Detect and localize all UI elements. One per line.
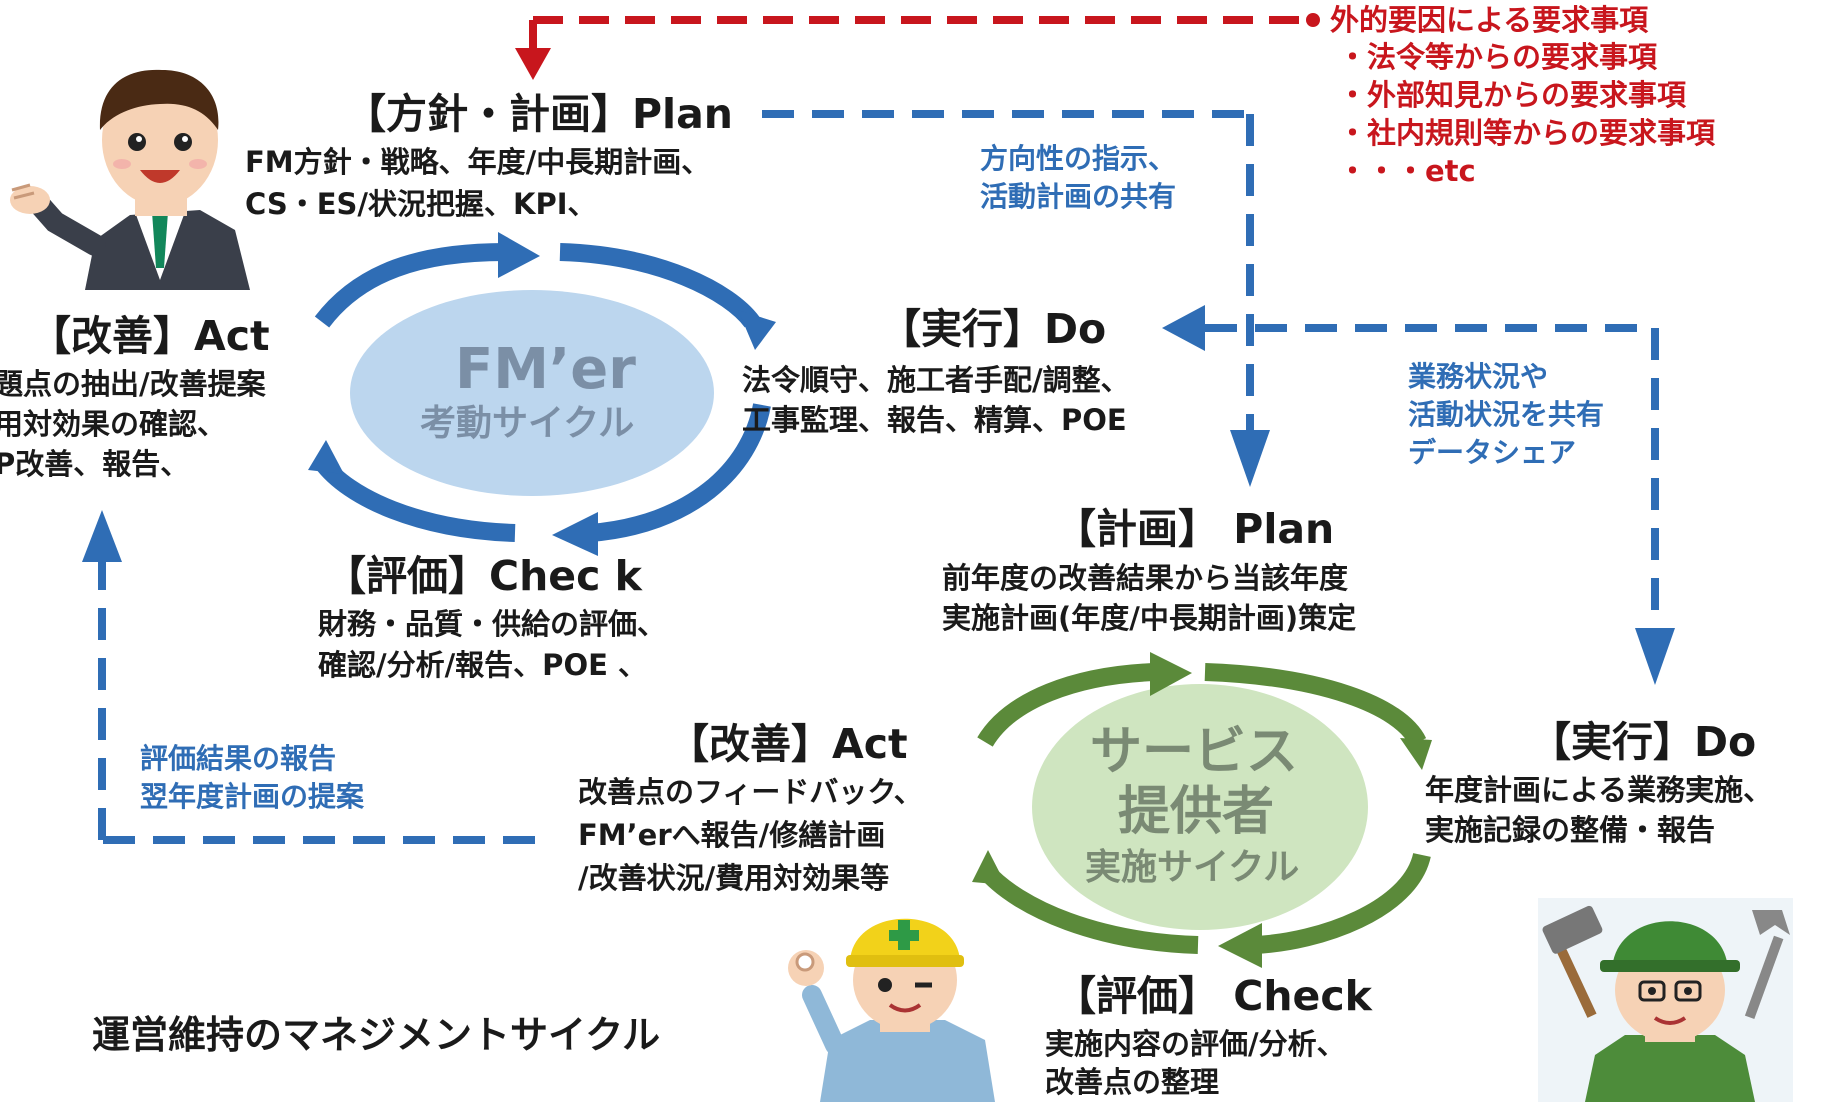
service-act-line: /改善状況/費用対効果等 [578, 861, 890, 895]
maintenance-worker-tools-icon [1538, 898, 1793, 1102]
fmer-check-line: 確認/分析/報告、POE 、 [318, 648, 647, 682]
service-act-title: 【改善】Act [668, 720, 908, 768]
direction-note: 方向性の指示、 [980, 142, 1177, 175]
status-share-arrow [1162, 305, 1675, 685]
service-check-title: 【評価】 Check [1055, 972, 1372, 1020]
service-plan-line: 実施計画(年度/中長期計画)策定 [942, 601, 1357, 635]
report-note: 評価結果の報告 [140, 742, 337, 775]
service-cycle [972, 652, 1432, 968]
service-act-line: FM’erへ報告/修繕計画 [578, 818, 886, 852]
external-item: ・外部知見からの要求事項 [1338, 78, 1687, 112]
diagram-caption: 運営維持のマネジメントサイクル [92, 1013, 661, 1057]
fmer-do-line: 工事監理、報告、精算、POE [742, 403, 1127, 437]
status-share-note: 活動状況を共有 [1408, 398, 1605, 431]
report-arrow [82, 510, 535, 844]
fmer-act-line: 用対効果の確認、 [0, 407, 227, 441]
fmer-center-ellipse [350, 290, 714, 496]
external-item: ・法令等からの要求事項 [1338, 40, 1658, 74]
fmer-center-title: FM’er [455, 337, 636, 402]
service-center-subtitle: 実施サイクル [1085, 847, 1300, 888]
external-requirement-arrow [515, 13, 1320, 80]
fmer-check-line: 財務・品質・供給の評価、 [318, 607, 667, 641]
fmer-do-title: 【実行】Do [880, 305, 1107, 353]
external-item: ・・・etc [1338, 154, 1476, 188]
service-act-line: 改善点のフィードバック、 [578, 775, 923, 809]
external-heading: 外的要因による要求事項 [1330, 3, 1649, 37]
service-check-line: 改善点の整理 [1045, 1065, 1220, 1099]
fmer-act-line: 題点の抽出/改善提案 [0, 367, 266, 401]
construction-worker-ok-icon [788, 918, 995, 1102]
fmer-cycle [308, 232, 776, 556]
service-center-title: 提供者 [1118, 782, 1275, 842]
service-check-line: 実施内容の評価/分析、 [1045, 1027, 1346, 1061]
external-item: ・社内規則等からの要求事項 [1338, 116, 1716, 150]
service-plan-title: 【計画】 Plan [1055, 505, 1335, 553]
direction-note: 活動計画の共有 [980, 180, 1177, 213]
fmer-check-title: 【評価】Chec k [325, 552, 642, 600]
service-center-ellipse [1032, 684, 1368, 930]
fmer-center-subtitle: 考動サイクル [420, 403, 635, 444]
status-share-note: 業務状況や [1408, 360, 1549, 393]
fmer-act-title: 【改善】Act [30, 312, 270, 360]
service-do-line: 実施記録の整備・報告 [1425, 813, 1716, 847]
service-plan-line: 前年度の改善結果から当該年度 [942, 561, 1349, 595]
service-do-line: 年度計画による業務実施、 [1425, 773, 1773, 807]
service-do-title: 【実行】Do [1530, 718, 1757, 766]
direction-arrow [762, 110, 1270, 487]
businessman-presenting-icon [10, 69, 250, 290]
fmer-do-line: 法令順守、施工者手配/調整、 [742, 363, 1130, 397]
fmer-plan-line: CS・ES/状況把握、KPI、 [245, 187, 597, 221]
service-center-title: サービス [1090, 722, 1299, 782]
fmer-plan-title: 【方針・計画】Plan [345, 90, 733, 138]
status-share-note: データシェア [1408, 436, 1577, 469]
fmer-plan-line: FM方針・戦略、年度/中長期計画、 [245, 145, 711, 179]
report-note: 翌年度計画の提案 [140, 780, 365, 813]
fmer-act-line: P改善、報告、 [0, 447, 190, 481]
